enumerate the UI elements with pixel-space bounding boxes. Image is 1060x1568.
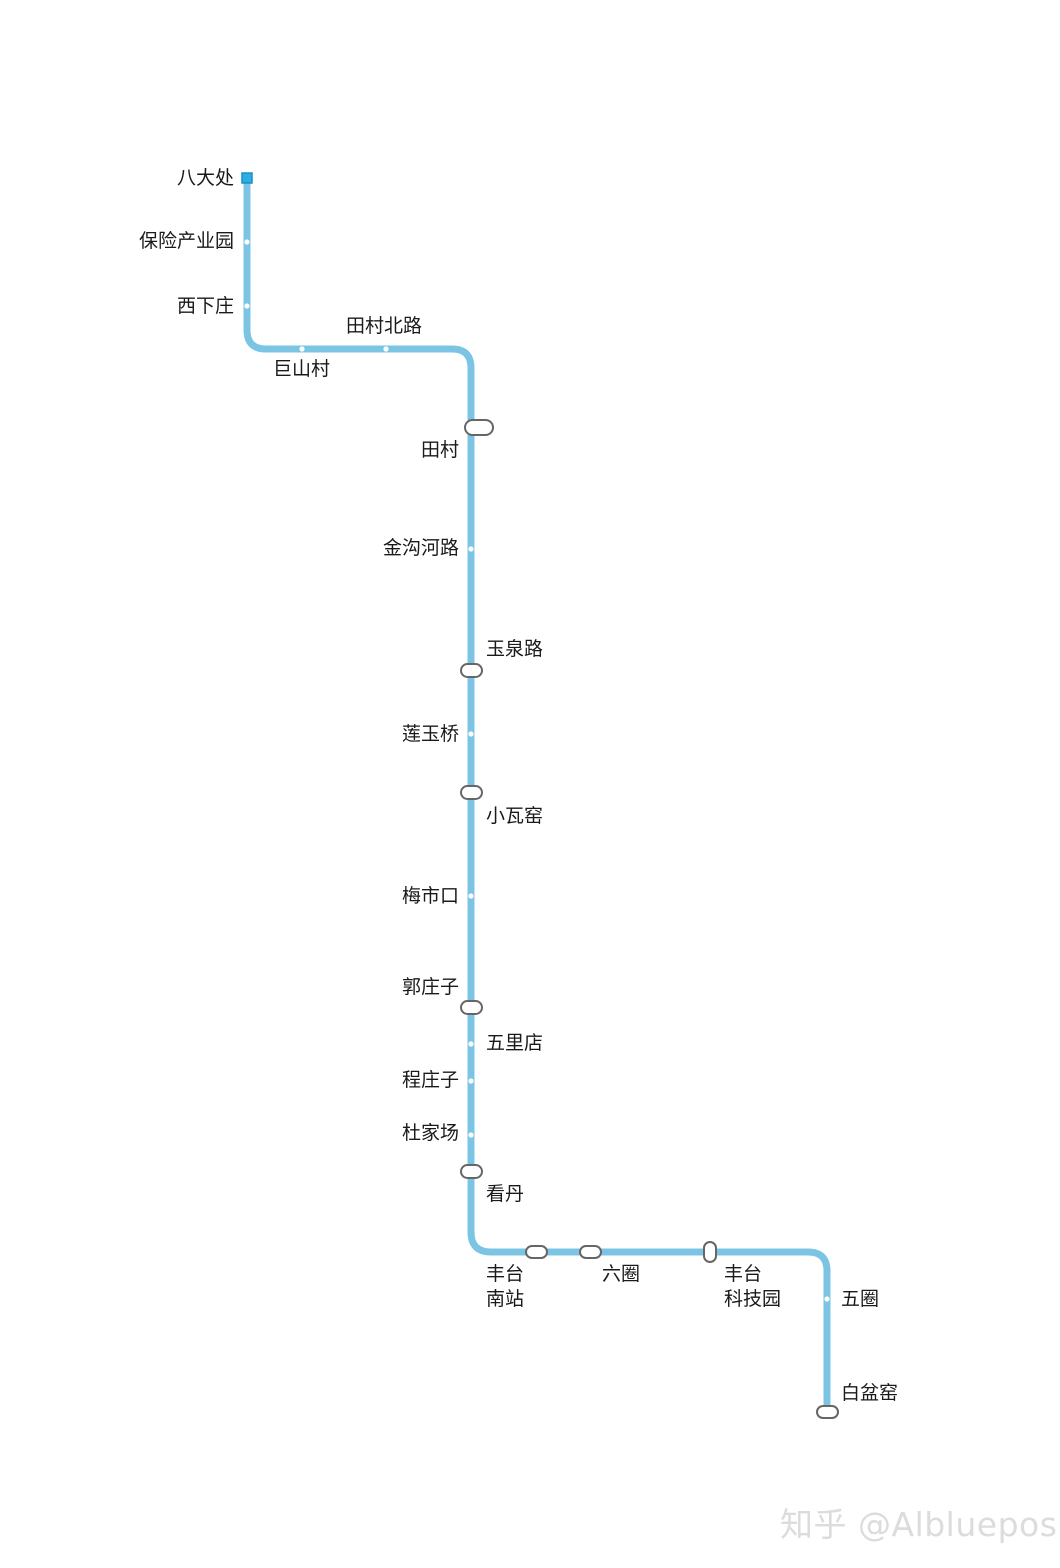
station-label-fengtainanzhan: 丰台 南站 xyxy=(486,1262,524,1312)
interchange-marker-kandan[interactable] xyxy=(460,1164,483,1179)
station-label-xiaowayao: 小瓦窑 xyxy=(486,805,544,827)
zhihu-watermark: 知乎 @Albluepos xyxy=(780,1505,1058,1544)
station-label-wuquan: 五圈 xyxy=(841,1288,880,1310)
station-dot-dujiachang[interactable] xyxy=(468,1132,474,1138)
station-label-fengtaikejiyuan-line2: 科技园 xyxy=(724,1288,782,1310)
station-dot-jingouhelu[interactable] xyxy=(468,546,474,552)
interchange-marker-fengtainanzhan[interactable] xyxy=(525,1245,548,1259)
station-label-lianyuqiao: 莲玉桥 xyxy=(401,723,459,745)
station-label-xixiazhuang: 西下庄 xyxy=(176,295,234,317)
interchange-marker-tiancun[interactable] xyxy=(464,419,494,436)
station-dot-lianyuqiao[interactable] xyxy=(468,731,474,737)
station-label-fengtainanzhan-line2: 南站 xyxy=(486,1288,525,1310)
station-label-meishikou: 梅市口 xyxy=(401,885,459,907)
line-route xyxy=(243,174,831,1416)
station-label-kandan: 看丹 xyxy=(486,1183,525,1205)
station-dot-xixiazhuang[interactable] xyxy=(244,303,250,309)
station-dot-jushancun[interactable] xyxy=(299,346,305,352)
station-label-tiancunbeilu: 田村北路 xyxy=(346,315,423,337)
terminal-station-marker[interactable] xyxy=(241,172,253,184)
station-dot-baoxian[interactable] xyxy=(244,239,250,245)
station-label-baoxian: 保险产业园 xyxy=(138,230,234,252)
station-dot-tiancunbeilu[interactable] xyxy=(383,346,389,352)
station-label-tiancun: 田村 xyxy=(420,439,459,461)
station-label-fengtaikejiyuan: 丰台 科技园 xyxy=(724,1262,781,1312)
station-label-guozhuangzi: 郭庄子 xyxy=(401,976,459,998)
station-label-baipenyao: 白盆窑 xyxy=(841,1382,899,1404)
station-label-liuquan: 六圈 xyxy=(602,1263,641,1285)
station-label-fengtainanzhan-line1: 丰台 xyxy=(486,1263,525,1285)
station-dot-meishikou[interactable] xyxy=(468,893,474,899)
station-dot-wulidian[interactable] xyxy=(468,1041,474,1047)
station-label-yuquanlu: 玉泉路 xyxy=(486,638,544,660)
station-label-chengzhuangzi: 程庄子 xyxy=(401,1069,459,1091)
station-label-wulidian: 五里店 xyxy=(486,1032,544,1054)
station-label-dujiachang: 杜家场 xyxy=(401,1122,459,1144)
station-dot-chengzhuangzi[interactable] xyxy=(468,1078,474,1084)
station-label-jushancun: 巨山村 xyxy=(273,358,331,380)
interchange-marker-baipenyao[interactable] xyxy=(816,1405,839,1419)
interchange-marker-xiaowayao[interactable] xyxy=(460,785,483,800)
station-label-fengtaikejiyuan-line1: 丰台 xyxy=(724,1263,763,1285)
interchange-marker-liuquan[interactable] xyxy=(579,1245,602,1259)
interchange-marker-yuquanlu[interactable] xyxy=(460,663,483,678)
interchange-marker-guozhuangzi[interactable] xyxy=(460,1000,483,1015)
station-label-badachu: 八大处 xyxy=(176,167,234,189)
station-label-jingouhelu: 金沟河路 xyxy=(382,537,459,559)
interchange-marker-fengtaikejiyuan[interactable] xyxy=(703,1241,717,1263)
station-dot-wuquan[interactable] xyxy=(824,1296,830,1302)
